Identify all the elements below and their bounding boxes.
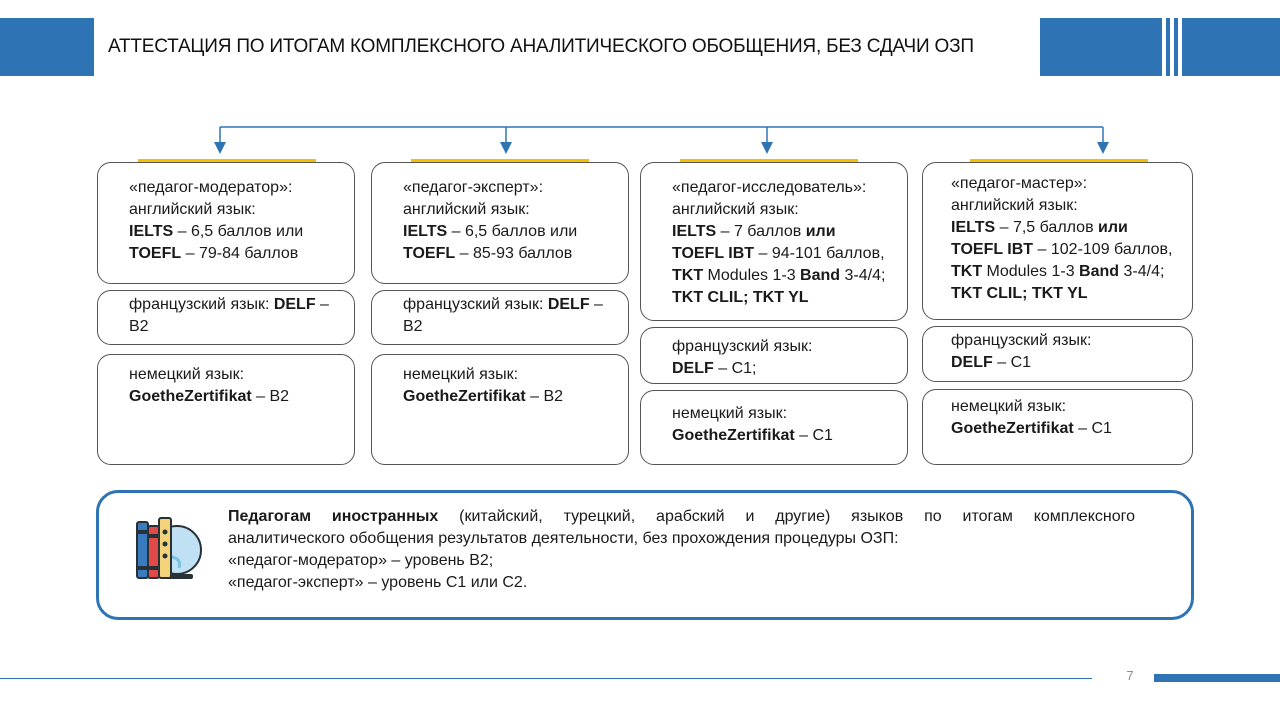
header-stripe — [1174, 18, 1178, 76]
master-french-box: французский язык: DELF – C1 — [922, 326, 1193, 382]
text-line: GoetheZertifikat – B2 — [129, 388, 290, 405]
footer-line — [0, 678, 1092, 679]
foreign-languages-text: Педагогам иностранных (китайский, турецк… — [228, 506, 1135, 594]
text-line: TKT Modules 1-3 Band 3-4/4; — [951, 263, 1165, 280]
text-line: французский язык: DELF – — [129, 296, 329, 313]
text-line: английский язык: — [951, 197, 1078, 214]
text-line: немецкий язык: — [672, 405, 788, 422]
header-stripe — [1182, 18, 1280, 76]
text-line: французский язык: — [951, 332, 1092, 349]
text-line: GoetheZertifikat – C1 — [672, 427, 833, 444]
moderator-german-box: немецкий язык: GoetheZertifikat – B2 — [97, 354, 355, 465]
text-line: немецкий язык: — [403, 366, 519, 383]
text-line: TOEFL – 85-93 баллов — [403, 245, 573, 262]
moderator-french-box: французский язык: DELF – B2 — [97, 290, 355, 345]
connector-tree — [214, 126, 1109, 154]
text-line: B2 — [129, 318, 149, 335]
text-line: TOEFL IBT – 102-109 баллов, — [951, 241, 1173, 258]
text-line: «педагог-модератор» – уровень B2; — [228, 552, 494, 569]
text-line: английский язык: — [403, 201, 530, 218]
text-line: немецкий язык: — [951, 398, 1067, 415]
header-left-band — [0, 18, 94, 76]
master-german-box: немецкий язык: GoetheZertifikat – C1 — [922, 389, 1193, 465]
header-stripe — [1166, 18, 1170, 76]
text-line: немецкий язык: — [129, 366, 245, 383]
text-line: «педагог-исследователь»: — [672, 179, 867, 196]
text-line: «педагог-эксперт»: — [403, 179, 544, 196]
books-globe-icon — [136, 517, 202, 579]
text-line: «педагог-мастер»: — [951, 175, 1088, 192]
text-line: GoetheZertifikat – B2 — [403, 388, 564, 405]
text-line: TKT CLIL; TKT YL — [672, 289, 809, 306]
master-english-box: «педагог-мастер»: английский язык: IELTS… — [922, 162, 1193, 320]
foreign-languages-panel — [96, 490, 1194, 620]
researcher-english-box: «педагог-исследователь»: английский язык… — [640, 162, 908, 321]
text-line: «педагог-эксперт» – уровень C1 или C2. — [228, 574, 528, 591]
text-line: французский язык: — [672, 338, 813, 355]
text-line: английский язык: — [129, 201, 256, 218]
text-line: TOEFL – 79-84 баллов — [129, 245, 299, 262]
footer-bar — [1154, 674, 1280, 682]
text-line: DELF – C1 — [951, 354, 1032, 371]
page-title: АТТЕСТАЦИЯ ПО ИТОГАМ КОМПЛЕКСНОГО АНАЛИТ… — [108, 36, 974, 57]
text-line: IELTS – 6,5 баллов или — [403, 223, 578, 240]
text-line: TOEFL IBT – 94-101 баллов, — [672, 245, 885, 262]
moderator-english-box: «педагог-модератор»: английский язык: IE… — [97, 162, 355, 284]
text-line: IELTS – 6,5 баллов или — [129, 223, 304, 240]
text-line: IELTS – 7 баллов или — [672, 223, 836, 240]
text-line: IELTS – 7,5 баллов или — [951, 219, 1128, 236]
expert-english-box: «педагог-эксперт»: английский язык: IELT… — [371, 162, 629, 284]
text-line: TKT CLIL; TKT YL — [951, 285, 1088, 302]
text-line: TKT Modules 1-3 Band 3-4/4; — [672, 267, 886, 284]
expert-french-box: французский язык: DELF – B2 — [371, 290, 629, 345]
expert-german-box: немецкий язык: GoetheZertifikat – B2 — [371, 354, 629, 465]
text-line: «педагог-модератор»: — [129, 179, 293, 196]
text-line: GoetheZertifikat – C1 — [951, 420, 1112, 437]
accent-bar — [970, 159, 1148, 164]
text-line: DELF – C1; — [672, 360, 757, 377]
text-line: Педагогам иностранных (китайский, турецк… — [228, 508, 1135, 525]
header-right-band — [1040, 18, 1162, 76]
text-line: B2 — [403, 318, 423, 335]
researcher-german-box: немецкий язык: GoetheZertifikat – C1 — [640, 390, 908, 465]
accent-bar — [138, 159, 316, 164]
text-line: французский язык: DELF – — [403, 296, 603, 313]
page-number: 7 — [1126, 668, 1134, 683]
text-line: английский язык: — [672, 201, 799, 218]
text-line: аналитического обобщения результатов дея… — [228, 530, 899, 547]
accent-bar — [680, 159, 858, 164]
accent-bar — [411, 159, 589, 164]
researcher-french-box: французский язык: DELF – C1; — [640, 327, 908, 384]
